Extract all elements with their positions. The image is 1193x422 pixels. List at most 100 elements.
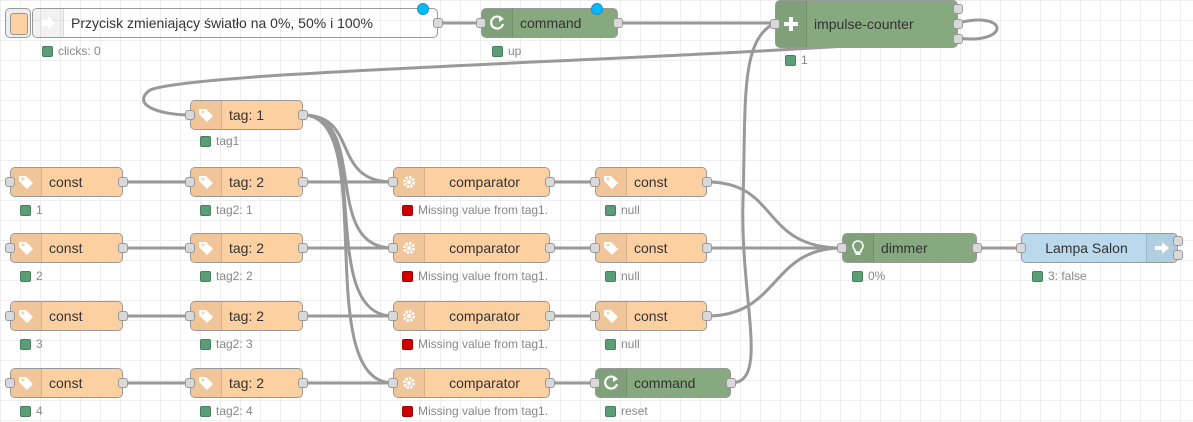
output-port[interactable] — [545, 177, 555, 187]
wire-tag1-cmp3[interactable] — [302, 113, 394, 318]
input-port[interactable] — [5, 378, 15, 388]
gear-icon — [394, 369, 425, 397]
tag-icon — [191, 302, 222, 330]
output-port[interactable] — [702, 177, 712, 187]
const-out-node[interactable]: const — [590, 233, 712, 263]
tag1-label: tag: 1 — [229, 107, 265, 123]
tag-icon — [596, 302, 627, 330]
output-port-1[interactable] — [1173, 236, 1183, 246]
output-port[interactable] — [298, 110, 308, 120]
input-port[interactable] — [388, 243, 398, 253]
wire-tag1-cmp2[interactable] — [302, 113, 394, 250]
output-port[interactable] — [298, 243, 308, 253]
command-up-label: command — [520, 15, 582, 31]
input-port[interactable] — [5, 177, 15, 187]
input-port[interactable] — [770, 19, 780, 29]
output-port[interactable] — [545, 311, 555, 321]
input-port[interactable] — [185, 311, 195, 321]
output-port[interactable] — [298, 311, 308, 321]
output-port[interactable] — [433, 18, 443, 28]
input-port[interactable] — [476, 18, 486, 28]
comparator-node[interactable]: comparator — [388, 233, 555, 263]
output-port[interactable] — [118, 311, 128, 321]
inject-label: Przycisk zmieniający światło na 0%, 50% … — [71, 15, 373, 31]
const-node[interactable]: const — [5, 368, 128, 398]
input-port[interactable] — [388, 378, 398, 388]
output-port[interactable] — [545, 378, 555, 388]
input-port[interactable] — [1016, 243, 1026, 253]
output-port[interactable] — [298, 378, 308, 388]
command-reset-status: reset — [605, 404, 648, 418]
dimmer-node[interactable]: dimmer — [837, 233, 982, 263]
output-port[interactable] — [118, 243, 128, 253]
const-status: 4 — [20, 404, 43, 418]
status-dot — [605, 338, 616, 350]
output-port-2[interactable] — [1173, 250, 1183, 260]
command-up-node[interactable]: command — [476, 3, 623, 38]
const-node[interactable]: const — [5, 301, 128, 331]
output-port-3[interactable] — [953, 34, 963, 44]
status-dot — [20, 204, 31, 216]
status-dot — [402, 204, 413, 216]
status-dot — [42, 45, 53, 57]
tag2-node[interactable]: tag: 2 — [185, 301, 308, 331]
comparator-node[interactable]: comparator — [388, 301, 555, 331]
input-port[interactable] — [185, 110, 195, 120]
const-label: const — [49, 308, 83, 324]
output-port[interactable] — [702, 311, 712, 321]
comparator-node[interactable]: comparator — [388, 167, 555, 197]
output-port[interactable] — [545, 243, 555, 253]
wire-out3-dimmer[interactable] — [706, 246, 843, 318]
tag2-node[interactable]: tag: 2 — [185, 233, 308, 263]
impulse-counter-node[interactable]: impulse-counter — [770, 0, 963, 48]
plus-icon — [776, 1, 807, 47]
wire-impulse-loop[interactable] — [957, 18, 999, 41]
output-port[interactable] — [702, 243, 712, 253]
comparator-node[interactable]: comparator — [388, 368, 555, 398]
input-port[interactable] — [5, 243, 15, 253]
wire-reset-impulse[interactable] — [730, 21, 776, 385]
inject-button[interactable] — [5, 8, 31, 38]
command-reset-node[interactable]: command — [590, 368, 736, 398]
input-port[interactable] — [185, 243, 195, 253]
input-port[interactable] — [590, 177, 600, 187]
const-status: 1 — [20, 203, 43, 217]
input-port[interactable] — [590, 378, 600, 388]
input-port[interactable] — [837, 243, 847, 253]
wire-tag1-cmp4[interactable] — [302, 113, 394, 385]
output-port-1[interactable] — [953, 4, 963, 14]
output-port[interactable] — [298, 177, 308, 187]
wire-out1-dimmer[interactable] — [706, 180, 843, 250]
input-port[interactable] — [185, 177, 195, 187]
tag1-node[interactable]: tag: 1 — [185, 100, 308, 130]
lampa-salon-node[interactable]: Lampa Salon — [1016, 233, 1183, 263]
input-port[interactable] — [388, 177, 398, 187]
input-port[interactable] — [388, 311, 398, 321]
status-dot — [20, 338, 31, 350]
output-port[interactable] — [118, 177, 128, 187]
output-port[interactable] — [972, 243, 982, 253]
const-node[interactable]: const — [5, 233, 128, 263]
input-port[interactable] — [5, 311, 15, 321]
output-port[interactable] — [726, 378, 736, 388]
const-out-node[interactable]: const — [590, 167, 712, 197]
inject-node[interactable]: Przycisk zmieniający światło na 0%, 50% … — [32, 3, 443, 38]
input-port[interactable] — [590, 243, 600, 253]
tag-icon — [191, 101, 222, 129]
tag-icon — [11, 234, 42, 262]
inject-button-face[interactable] — [10, 13, 28, 35]
wire-tag1-cmp1[interactable] — [302, 113, 394, 184]
tag2-node[interactable]: tag: 2 — [185, 368, 308, 398]
tag2-status: tag2: 4 — [200, 404, 253, 418]
tag-icon — [191, 369, 222, 397]
tag2-node[interactable]: tag: 2 — [185, 167, 308, 197]
const-out-node[interactable]: const — [590, 301, 712, 331]
input-port[interactable] — [590, 311, 600, 321]
output-port[interactable] — [118, 378, 128, 388]
output-port[interactable] — [613, 18, 623, 28]
output-port-2[interactable] — [953, 19, 963, 29]
const-label: const — [49, 375, 83, 391]
const-node[interactable]: const — [5, 167, 128, 197]
input-port[interactable] — [185, 378, 195, 388]
